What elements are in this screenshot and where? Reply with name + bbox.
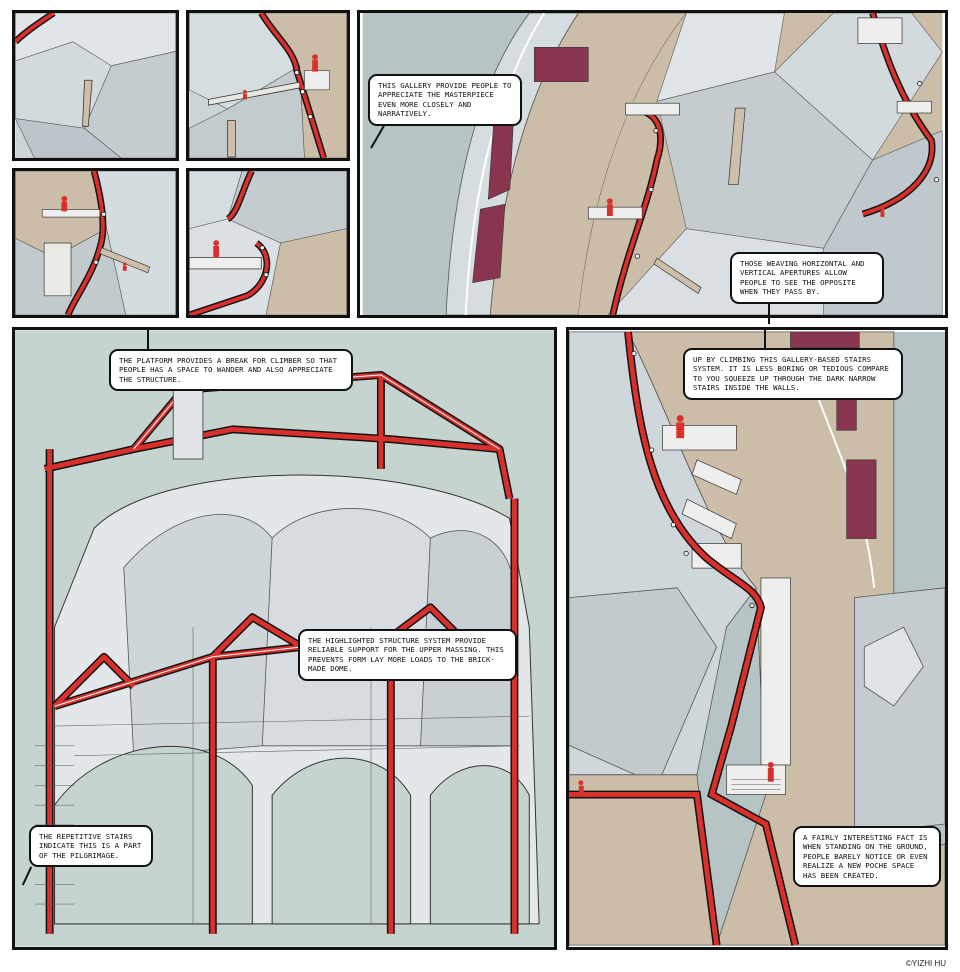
opening-walkway-drawing xyxy=(189,171,347,315)
comic-panel-6 xyxy=(12,327,557,950)
caption-climbing: Up by climbing this gallery-based stairs… xyxy=(683,348,903,400)
dome-wall-drawing xyxy=(15,13,176,158)
caption-poche: A fairly interesting fact is when standi… xyxy=(793,826,941,888)
gallery-stair-drawing xyxy=(189,13,347,158)
comic-panel-3 xyxy=(12,168,179,318)
caption-platform: The platform provides a break for climbe… xyxy=(109,349,353,392)
platform-caption-tail xyxy=(147,328,149,350)
climbing-caption-tail xyxy=(764,330,766,350)
caption-stairs: The repetitive stairs indicate this is a… xyxy=(29,825,153,868)
comic-panel-4 xyxy=(186,168,350,318)
comic-panel-5 xyxy=(357,10,948,318)
author-credit: ©YIZHI HU xyxy=(905,959,946,968)
structure-axonometric-drawing xyxy=(15,330,554,947)
caption-gallery: This gallery provide people to appreciat… xyxy=(368,74,522,126)
apertures-caption-tail xyxy=(768,296,770,324)
comic-panel-1 xyxy=(12,10,179,161)
climber-stair-drawing xyxy=(15,171,176,315)
caption-apertures: Those weaving horizontal and vertical ap… xyxy=(730,252,884,304)
caption-structure: The highlighted structure system provide… xyxy=(298,629,517,681)
drum-gallery-drawing xyxy=(362,13,943,315)
comic-panel-2 xyxy=(186,10,350,161)
